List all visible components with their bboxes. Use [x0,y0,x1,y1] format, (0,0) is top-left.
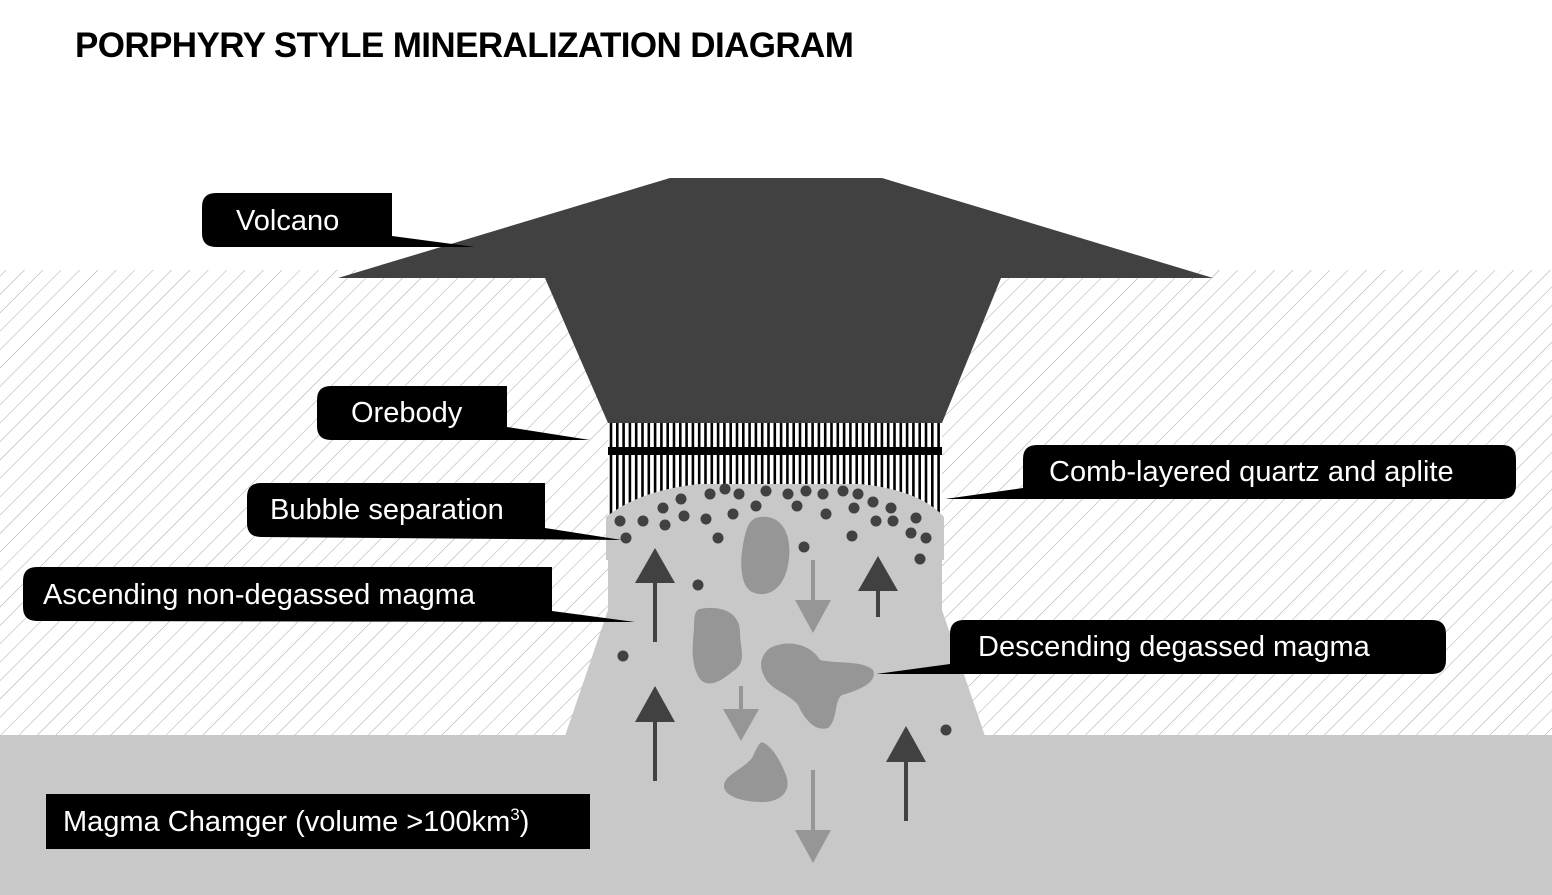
arrow-up [858,556,898,617]
bubbles [614,483,952,736]
label-descending-magma-text: Descending degassed magma [978,631,1371,663]
descending-arrows [723,560,831,863]
arrow-up [635,548,675,642]
blob [761,643,874,729]
volcano [338,178,1213,423]
label-volcano-text: Volcano [236,205,339,237]
label-bubble-separation: Bubble separation [247,483,622,540]
arrow-down [795,770,831,863]
label-magma-chamber: Magma Chamger (volume >100km3) [46,794,590,849]
magma-chamber-sup: 3 [510,805,519,824]
diagram-title: PORPHYRY STYLE MINERALIZATION DIAGRAM [75,26,853,65]
magma-chamber-close: ) [520,806,530,838]
label-magma-chamber-text: Magma Chamger (volume >100km3) [63,805,529,838]
arrow-down [795,560,831,633]
arrow-up [635,686,675,781]
arrow-up [886,726,926,821]
label-comb-layered-text: Comb-layered quartz and aplite [1049,456,1454,488]
arrow-down [723,686,759,741]
degassed-blobs [692,516,874,802]
label-bubble-separation-text: Bubble separation [270,494,504,526]
label-ascending-magma-text: Ascending non-degassed magma [43,579,476,611]
label-orebody: Orebody [317,386,590,440]
label-comb-layered: Comb-layered quartz and aplite [945,445,1516,499]
label-volcano: Volcano [202,193,475,247]
label-descending-magma: Descending degassed magma [876,620,1446,674]
blob [724,742,788,802]
magma-chamber-main: Magma Chamger (volume >100km [63,806,510,838]
label-orebody-text: Orebody [351,397,463,429]
blob [741,516,790,595]
label-ascending-magma: Ascending non-degassed magma [23,567,635,622]
blob [692,607,742,684]
ascending-arrows [635,548,926,821]
